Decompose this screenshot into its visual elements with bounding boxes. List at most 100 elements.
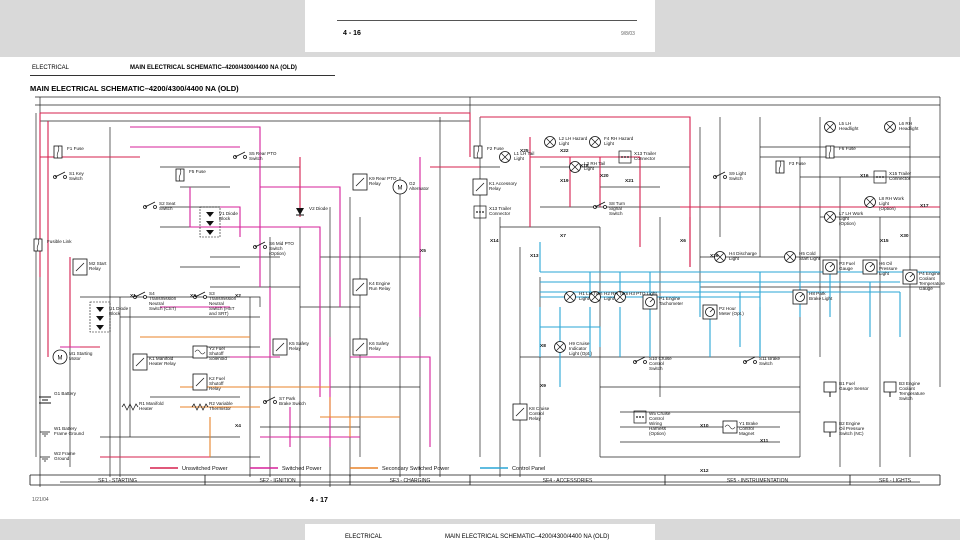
component-s8 <box>593 201 607 209</box>
component-p1 <box>642 294 658 310</box>
component-s3 <box>193 291 207 299</box>
component-k6 <box>352 338 368 356</box>
connector-tag: X30 <box>900 233 909 239</box>
section-label: SE6 - LIGHTS <box>879 478 912 484</box>
component-l3rh <box>569 161 581 173</box>
component-label-f5: F5 Fuse <box>189 169 206 174</box>
component-y1 <box>722 420 738 434</box>
connector-tag: X14 <box>490 238 499 244</box>
component-k5 <box>272 338 288 356</box>
connector-tag: X3 <box>190 293 196 299</box>
component-k2 <box>192 373 208 391</box>
component-h3 <box>614 291 626 303</box>
component-f5 <box>175 168 185 182</box>
footer-page-number: 4 - 17 <box>310 497 328 504</box>
component-g1 <box>39 396 51 404</box>
section-label: SE2 - IGNITION <box>259 478 296 484</box>
svg-text:Switched Power: Switched Power <box>282 466 322 472</box>
connector-tag: X11 <box>760 438 769 444</box>
connector-tag: X19 <box>560 178 569 184</box>
previous-page-code: 9/8/03 <box>621 31 635 37</box>
connector-tag: X2 <box>235 293 241 299</box>
next-page-section: ELECTRICAL <box>345 534 383 540</box>
component-r2 <box>191 403 209 411</box>
page-title: MAIN ELECTRICAL SCHEMATIC–4200/4300/4400… <box>30 84 239 93</box>
footer-code: 1/21/04 <box>32 497 49 503</box>
component-h6 <box>862 259 878 275</box>
component-f4 <box>589 136 601 148</box>
component-h5 <box>784 251 796 263</box>
component-h8 <box>792 289 808 305</box>
component-l1lt <box>499 151 511 163</box>
component-s10 <box>633 356 647 364</box>
component-x15 <box>873 170 887 184</box>
section-label: SE3 - CHARGING <box>390 478 431 484</box>
legend-item: Switched Power <box>250 466 322 472</box>
previous-page-fragment: 4 - 16 9/8/03 <box>305 0 655 52</box>
component-s11 <box>743 356 757 364</box>
component-h4 <box>714 251 726 263</box>
next-page-title: MAIN ELECTRICAL SCHEMATIC–4200/4300/4400… <box>445 534 610 540</box>
component-p2 <box>702 304 718 320</box>
connector-tag: X16 <box>860 173 869 179</box>
component-label-f1: F1 Fuse <box>67 146 84 151</box>
component-label-v2: V2 Diode <box>309 206 328 211</box>
component-w5 <box>633 410 647 424</box>
component-w1 <box>40 431 50 437</box>
component-f1 <box>53 145 63 159</box>
component-y2 <box>192 345 208 359</box>
component-k9 <box>352 173 368 191</box>
connector-tag: X26 <box>710 253 719 259</box>
svg-text:Secondary Switched Power: Secondary Switched Power <box>382 466 449 472</box>
component-s9 <box>713 171 727 179</box>
component-b3 <box>883 381 897 397</box>
component-p4 <box>902 269 918 285</box>
component-u1 <box>89 301 111 333</box>
legend-item: Unswitched Power <box>150 466 228 472</box>
component-x13b <box>618 150 632 164</box>
connector-tag: X1 <box>130 293 136 299</box>
connector-tag: X17 <box>920 203 929 209</box>
running-header-title: MAIN ELECTRICAL SCHEMATIC–4200/4300/4400… <box>130 65 297 71</box>
component-v2 <box>296 208 304 216</box>
connector-tag: X13 <box>530 253 539 259</box>
component-f3 <box>775 160 785 174</box>
connector-tag: X22 <box>560 148 569 154</box>
component-w2 <box>40 456 50 462</box>
component-l6 <box>884 121 896 133</box>
component-b1 <box>823 381 837 397</box>
component-f2 <box>473 145 483 159</box>
running-header-section: ELECTRICAL <box>32 65 70 71</box>
connector-tag: X20 <box>600 173 609 179</box>
component-x13 <box>473 205 487 219</box>
component-label-f6: F6 Fuse <box>839 146 856 151</box>
component-kacc <box>472 178 488 196</box>
component-fusible <box>33 238 43 252</box>
